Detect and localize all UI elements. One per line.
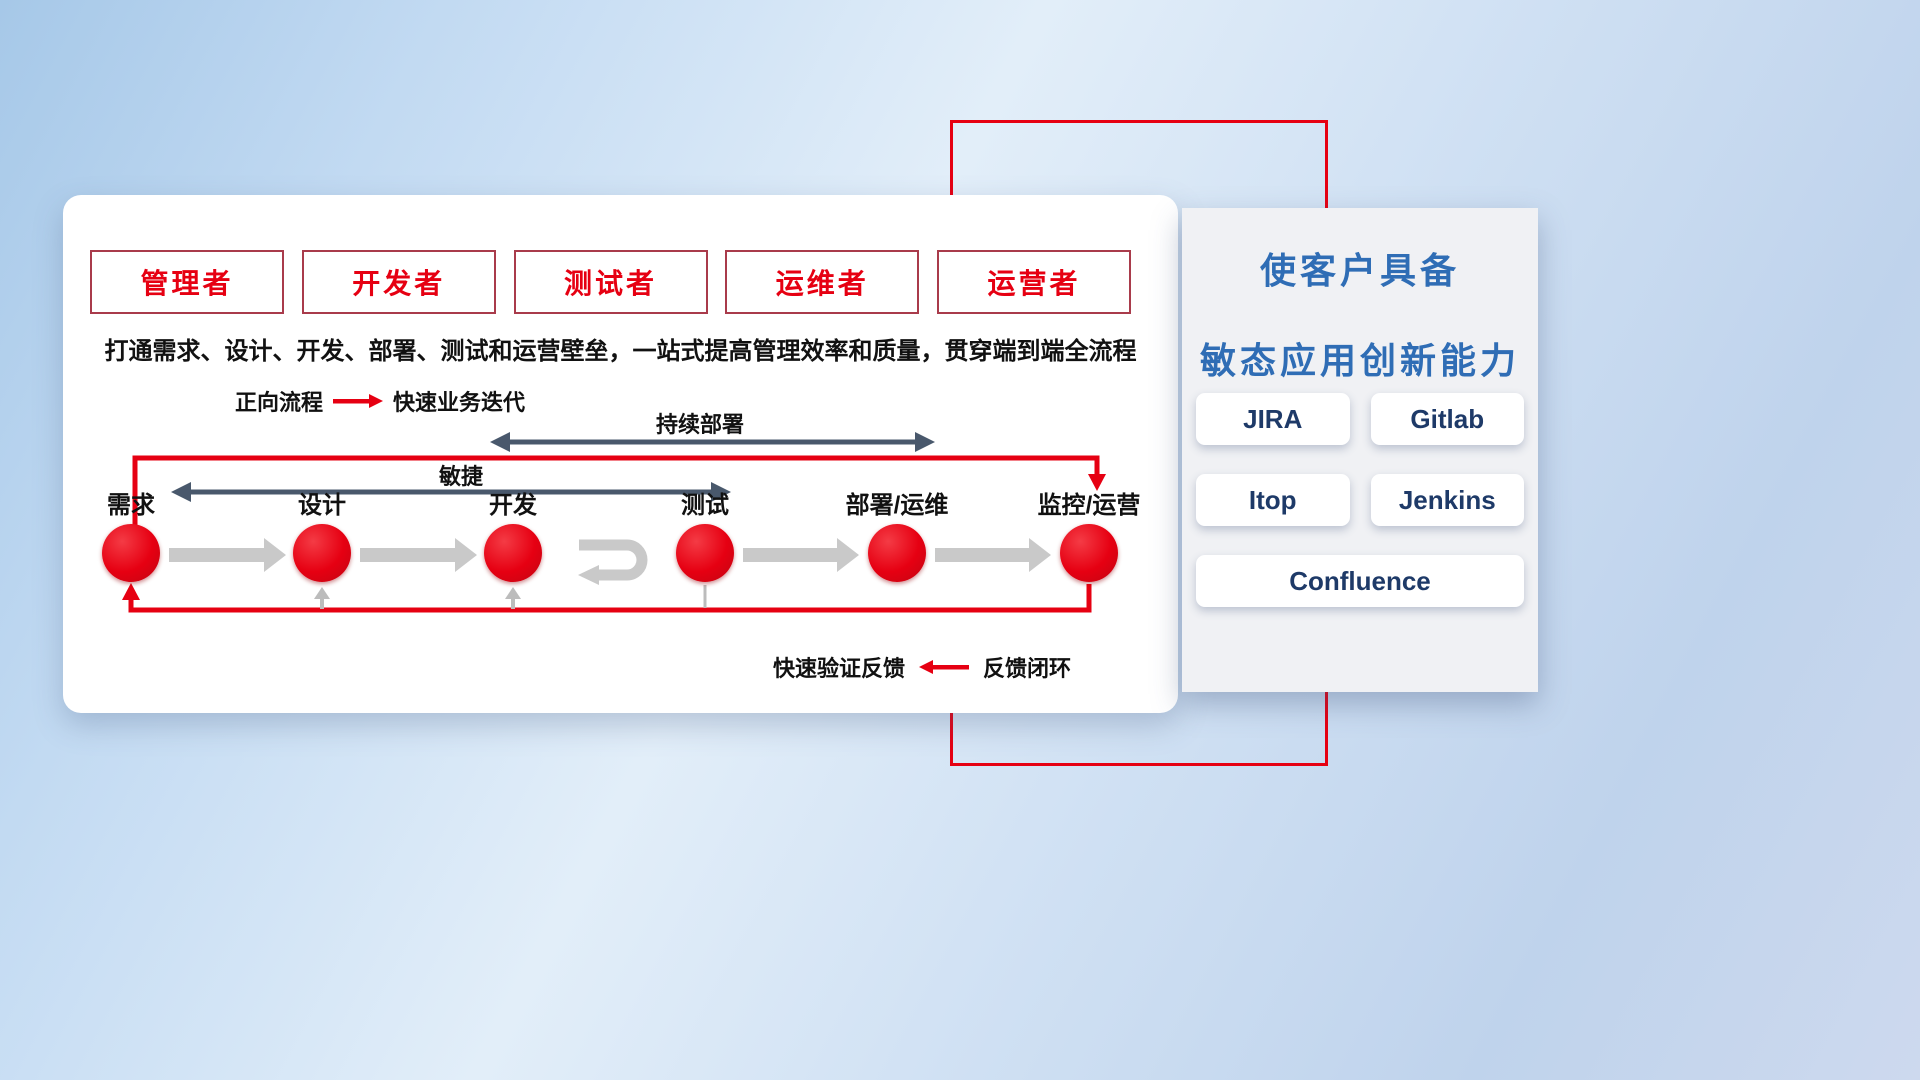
roles-row: 管理者 开发者 测试者 运维者 运营者 (90, 250, 1131, 314)
forward-loop-line (132, 455, 1106, 529)
forward-arrow-icon (333, 394, 384, 408)
legend-forward-desc: 快速业务迭代 (393, 390, 526, 415)
role-box-developer: 开发者 (301, 250, 496, 314)
capability-panel: 使客户具备 敏态应用创新能力 JIRA Gitlab Itop Jenkins … (1182, 208, 1538, 692)
feedback-arrow-icon (919, 660, 970, 674)
stage-circle-icon (1060, 524, 1118, 582)
legend-feedback-label: 快速验证反馈 (773, 656, 906, 681)
stage-node-development: 开发 (438, 488, 588, 582)
tool-gitlab: Gitlab (1370, 393, 1524, 445)
tool-itop: Itop (1196, 474, 1350, 526)
feedback-up-arrows (314, 585, 707, 609)
legend-feedback-desc: 反馈闭环 (983, 656, 1072, 681)
flow-diagram-lines (122, 432, 1106, 613)
stage-circle-icon (868, 524, 926, 582)
stage-node-testing: 测试 (630, 488, 780, 582)
role-box-ops: 运维者 (725, 250, 920, 314)
stage-circle-icon (102, 524, 160, 582)
role-box-operator: 运营者 (937, 250, 1131, 314)
role-label: 测试者 (563, 268, 657, 299)
role-label: 运维者 (775, 268, 869, 299)
stage-label: 开发 (489, 492, 537, 519)
role-box-tester: 测试者 (513, 250, 708, 314)
role-label: 开发者 (352, 268, 446, 299)
stage-label: 测试 (681, 492, 729, 519)
panel-title-line1: 使客户具备 (1259, 250, 1460, 291)
stage-node-monitor-ops: 监控/运营 (1014, 488, 1164, 582)
legend-feedback: 快速验证反馈 反馈闭环 (773, 651, 1071, 683)
legend-forward: 正向流程 快速业务迭代 (235, 385, 525, 417)
tool-jira: JIRA (1196, 393, 1350, 445)
legend-forward-label: 正向流程 (235, 390, 324, 415)
stage-node-requirements: 需求 (56, 488, 206, 582)
continuous-deploy-label: 持续部署 (655, 412, 745, 437)
agile-label: 敏捷 (438, 464, 484, 489)
subtitle: 打通需求、设计、开发、部署、测试和运营壁垒，一站式提高管理效率和质量，贯穿端到端… (104, 338, 1137, 365)
process-block-arrows (169, 538, 1051, 572)
stage-label: 监控/运营 (1037, 492, 1141, 519)
role-label: 管理者 (140, 268, 234, 299)
tool-confluence: Confluence (1196, 555, 1524, 607)
feedback-loop-line (122, 583, 1092, 613)
iteration-loop-icon (578, 539, 648, 585)
stage-label: 部署/运维 (845, 492, 949, 519)
tools-grid: JIRA Gitlab Itop Jenkins Confluence (1196, 393, 1524, 607)
stage-circle-icon (293, 524, 351, 582)
tool-jenkins: Jenkins (1370, 474, 1524, 526)
role-box-manager: 管理者 (90, 250, 284, 314)
stage-label: 需求 (107, 492, 155, 519)
stage-node-design: 设计 (247, 488, 397, 582)
agile-span-arrow (171, 482, 731, 502)
stage-node-deploy-ops: 部署/运维 (822, 488, 972, 582)
panel-title-line2: 敏态应用创新能力 (1199, 340, 1520, 381)
role-label: 运营者 (987, 268, 1081, 299)
stage-label: 设计 (298, 492, 346, 519)
devops-flow-card: 管理者 开发者 测试者 运维者 运营者 打通需求、设计、开发、部署、测试和运营壁… (63, 195, 1178, 713)
stage-circle-icon (676, 524, 734, 582)
stage-circle-icon (484, 524, 542, 582)
continuous-deploy-span-arrow (490, 432, 935, 452)
